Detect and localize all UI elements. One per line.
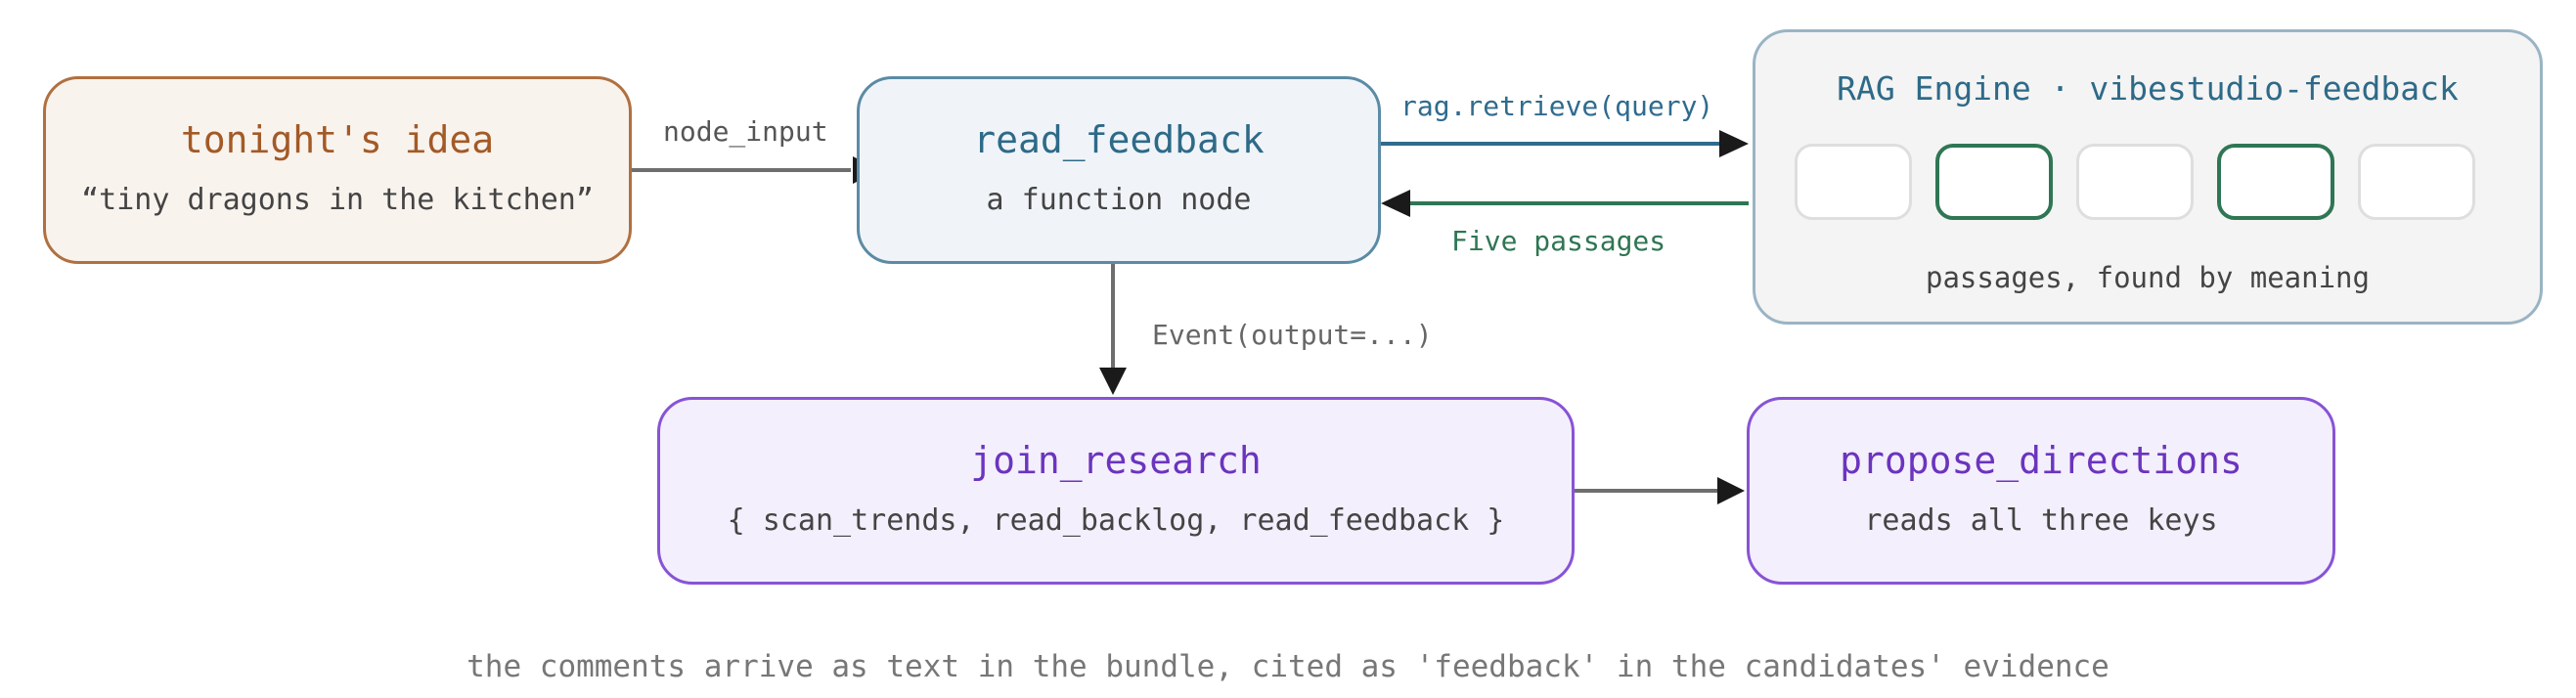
rag-engine-node: RAG Engine · vibestudio-feedback passage…: [1753, 29, 2543, 325]
idea-node: tonight's idea “tiny dragons in the kitc…: [43, 76, 632, 264]
passage-card: [1795, 144, 1912, 220]
edge-label-five-passages: Five passages: [1451, 225, 1666, 257]
propose-directions-title: propose_directions: [1840, 439, 2243, 482]
edge-label-node-input: node_input: [663, 115, 828, 148]
propose-directions-subtitle: reads all three keys: [1864, 503, 2218, 538]
read-feedback-title: read_feedback: [973, 118, 1265, 161]
idea-title: tonight's idea: [180, 118, 495, 161]
join-research-node: join_research { scan_trends, read_backlo…: [657, 397, 1575, 585]
footer-caption: the comments arrive as text in the bundl…: [466, 649, 2110, 684]
edge-event-head: [1099, 368, 1127, 395]
edge-passages-head: [1381, 190, 1410, 217]
join-research-title: join_research: [970, 439, 1262, 482]
passage-card: [2076, 144, 2194, 220]
join-research-subtitle: { scan_trends, read_backlog, read_feedba…: [727, 503, 1505, 538]
rag-engine-title: RAG Engine · vibestudio-feedback: [1837, 69, 2459, 108]
propose-directions-node: propose_directions reads all three keys: [1747, 397, 2335, 585]
edge-retrieve-head: [1719, 130, 1749, 157]
passage-card: [2358, 144, 2475, 220]
rag-engine-caption: passages, found by meaning: [1926, 261, 2370, 294]
edge-join-propose-head: [1717, 477, 1745, 504]
passage-card-retrieved: [1935, 144, 2053, 220]
read-feedback-subtitle: a function node: [986, 183, 1252, 217]
edge-label-event-output: Event(output=...): [1152, 319, 1433, 351]
read-feedback-node: read_feedback a function node: [857, 76, 1381, 264]
edge-label-retrieve: rag.retrieve(query): [1400, 90, 1714, 122]
idea-subtitle: “tiny dragons in the kitchen”: [81, 183, 594, 217]
passage-card-retrieved: [2217, 144, 2334, 220]
